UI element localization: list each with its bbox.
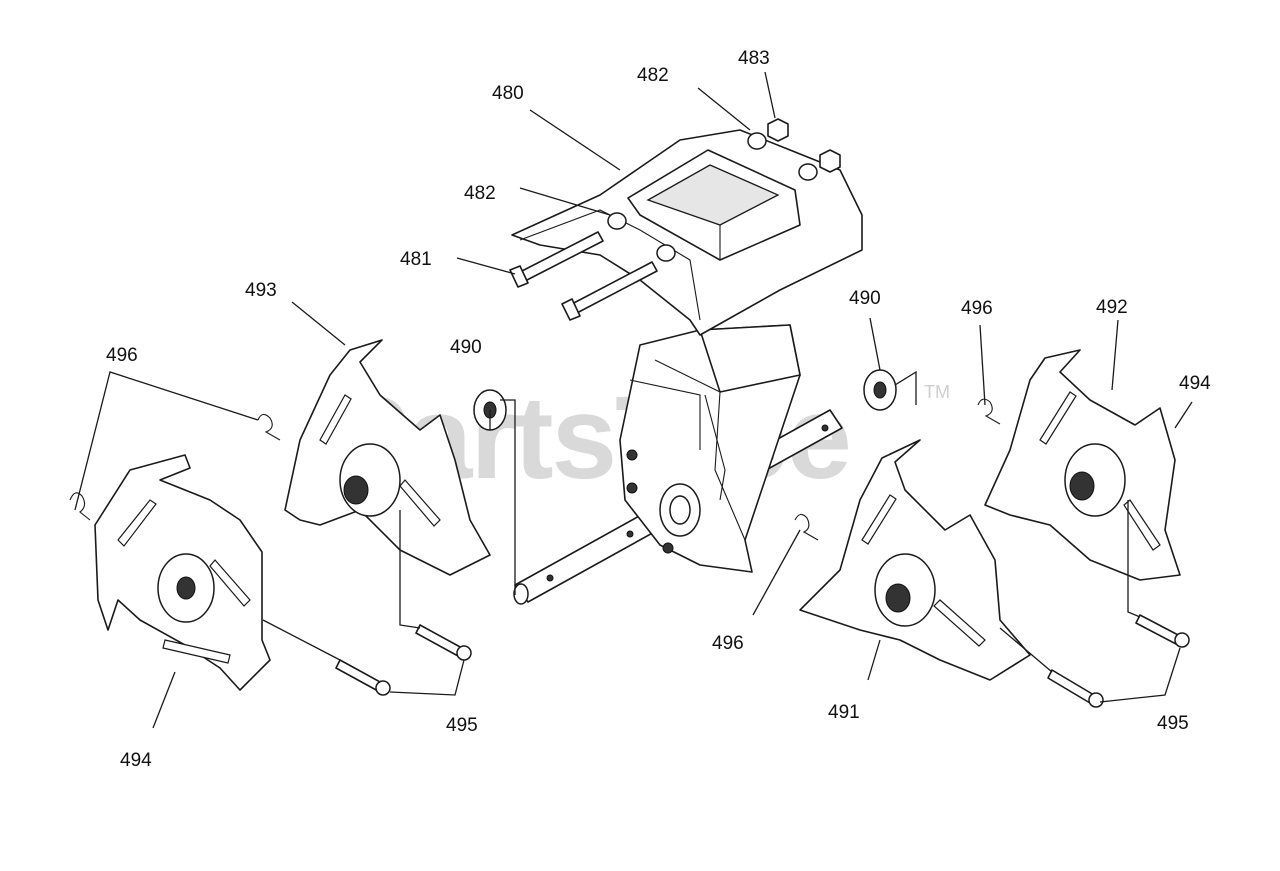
callout-495-right: 495 — [1157, 713, 1189, 734]
tine-shield — [511, 129, 863, 336]
leader-lines — [74, 71, 1193, 729]
callout-494-right: 494 — [1179, 373, 1211, 394]
callout-490-left: 490 — [450, 337, 482, 358]
callout-482-lower: 482 — [464, 183, 496, 204]
callout-496-center: 496 — [712, 633, 744, 654]
callout-labels: 480 481 482 482 483 490 490 491 492 493 … — [106, 48, 1211, 771]
callout-481: 481 — [400, 249, 432, 270]
watermark-trademark: TM — [924, 382, 950, 402]
shield-bolts — [509, 231, 658, 321]
tine-493 — [284, 339, 491, 576]
spacers-and-nuts — [607, 118, 841, 262]
tine-494-left — [94, 454, 271, 691]
callout-496-left: 496 — [106, 345, 138, 366]
callout-491: 491 — [828, 702, 860, 723]
callout-495-left: 495 — [446, 715, 478, 736]
callout-482-upper: 482 — [637, 65, 669, 86]
callout-490-right: 490 — [849, 288, 881, 309]
callout-483: 483 — [738, 48, 770, 69]
callout-496-right: 496 — [961, 298, 993, 319]
tine-491 — [799, 439, 1031, 681]
callout-493: 493 — [245, 280, 277, 301]
callout-494-left: 494 — [120, 750, 152, 771]
tine-492 — [984, 349, 1181, 581]
tine-shaft-assembly — [513, 324, 843, 605]
callout-480: 480 — [492, 83, 524, 104]
tine-pins — [335, 614, 1190, 708]
callout-492: 492 — [1096, 297, 1128, 318]
hair-pins — [69, 398, 1001, 541]
